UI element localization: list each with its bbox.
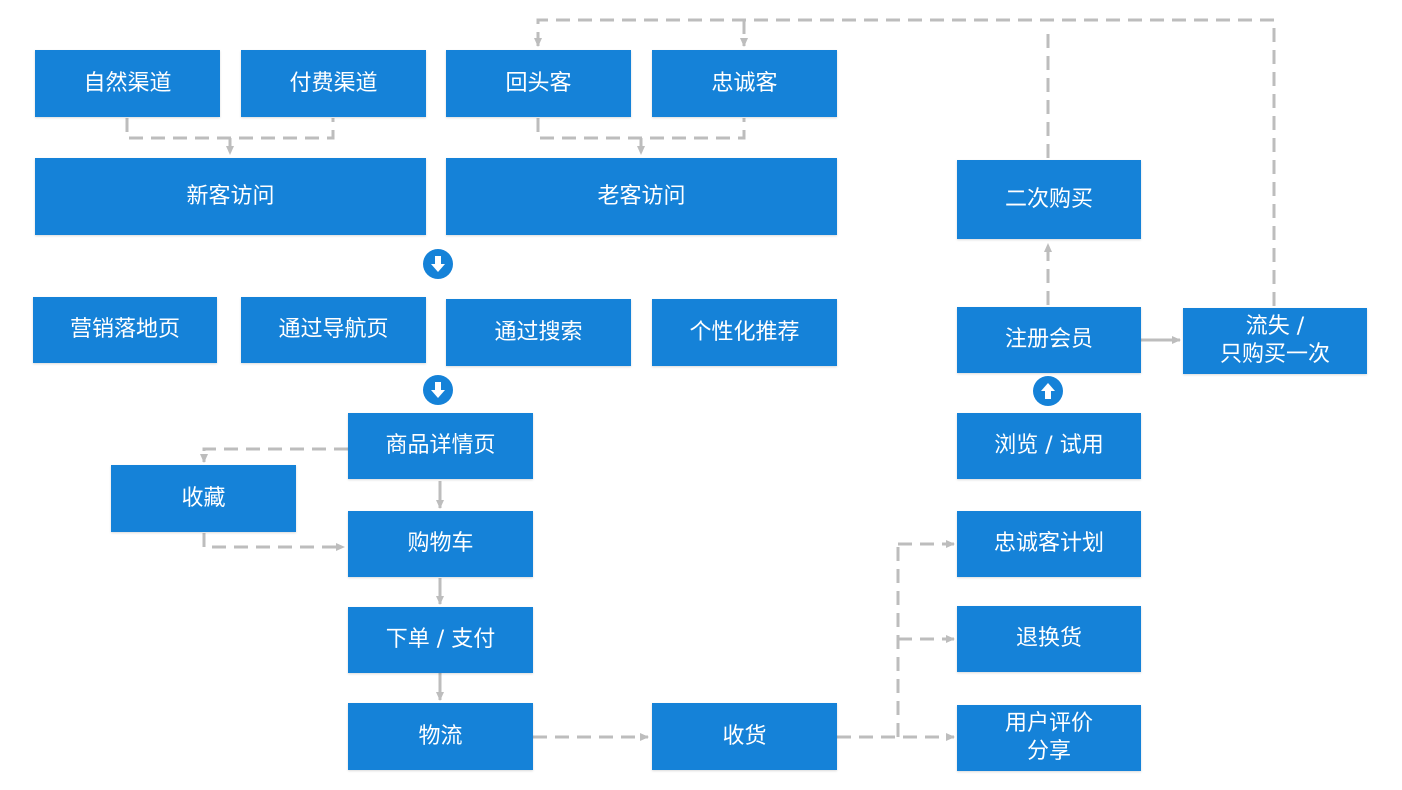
connector-customers-merge <box>536 118 746 140</box>
node-landing-page: 营销落地页 <box>33 297 217 363</box>
node-return-exchange: 退换货 <box>957 606 1141 672</box>
node-via-search: 通过搜索 <box>446 299 631 366</box>
node-loyal-customer: 忠诚客 <box>652 50 837 117</box>
node-churn-once: 流失 / 只购买一次 <box>1183 308 1367 374</box>
connector-detail-to-favorite <box>200 447 348 463</box>
arrow-down-circle-icon <box>423 375 453 405</box>
node-order-pay: 下单 / 支付 <box>348 607 533 673</box>
node-logistics: 物流 <box>348 703 533 770</box>
node-returning-customer: 回头客 <box>446 50 631 117</box>
node-paid-channel: 付费渠道 <box>241 50 426 117</box>
node-product-detail: 商品详情页 <box>348 413 533 479</box>
node-via-navigation: 通过导航页 <box>241 297 426 363</box>
connector-channels-merge <box>125 118 335 140</box>
node-new-visit: 新客访问 <box>35 158 426 235</box>
node-favorite: 收藏 <box>111 465 296 532</box>
node-loyalty-program: 忠诚客计划 <box>957 511 1141 577</box>
arrow-down-circle-icon <box>423 249 453 279</box>
node-review-share: 用户评价 分享 <box>957 705 1141 771</box>
node-receive: 收货 <box>652 703 837 770</box>
node-browse-trial: 浏览 / 试用 <box>957 413 1141 479</box>
node-second-purchase: 二次购买 <box>957 160 1141 239</box>
connector-loop-top <box>534 18 1276 306</box>
node-old-visit: 老客访问 <box>446 158 837 235</box>
arrow-up-circle-icon <box>1033 376 1063 406</box>
connector-favorite-to-cart <box>202 533 345 551</box>
node-natural-channel: 自然渠道 <box>35 50 220 117</box>
node-personalized-recommend: 个性化推荐 <box>652 299 837 366</box>
node-register-member: 注册会员 <box>957 307 1141 373</box>
node-cart: 购物车 <box>348 511 533 577</box>
